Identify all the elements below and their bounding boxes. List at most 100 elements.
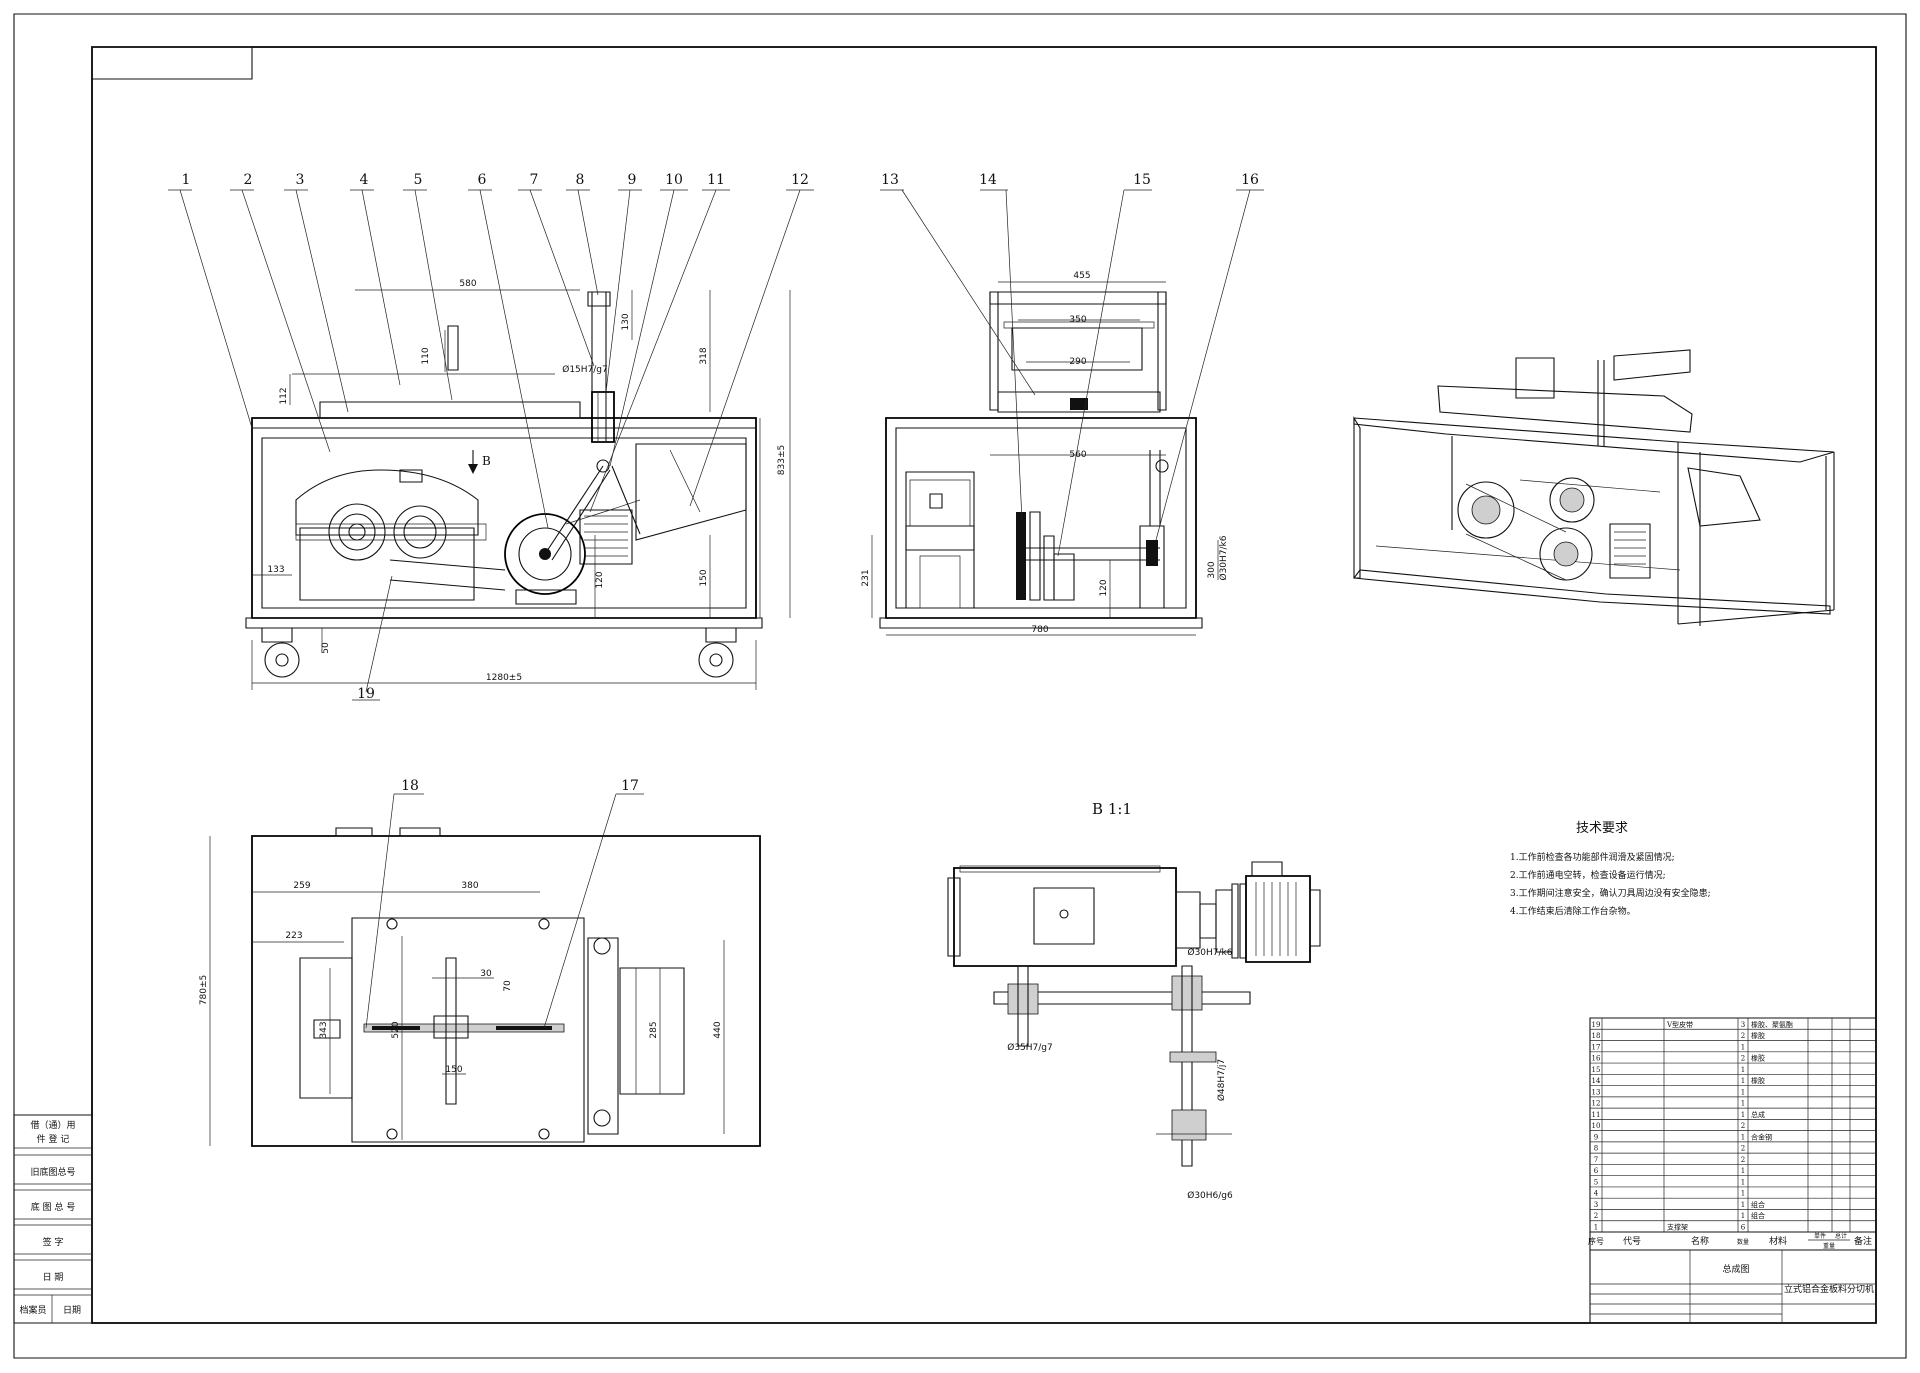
balloon-6: 6: [478, 172, 487, 188]
bom-cell-no: 11: [1592, 1111, 1601, 1119]
dim-front-fit: Ø15H7/g7: [562, 364, 608, 375]
dim-side-120: 120: [1099, 579, 1109, 596]
bom-cell-material: 橡胶、聚氨酯: [1751, 1020, 1793, 1029]
bom-cell-qty: 1: [1741, 1133, 1745, 1141]
balloon-13: 13: [881, 172, 899, 188]
dim-front-150: 150: [699, 569, 709, 586]
bom-cell-material: 橡胶: [1751, 1076, 1765, 1085]
tech-item-4: 4.工作结束后清除工作台杂物。: [1510, 905, 1636, 917]
dim-front-318: 318: [699, 347, 709, 364]
balloon-7: 7: [530, 172, 539, 188]
bom-cell-qty: 1: [1741, 1077, 1745, 1085]
bom-cell-no: 1: [1594, 1224, 1598, 1232]
dim-plan-70: 70: [503, 980, 513, 992]
dim-detail-30k6: Ø30H7/k6: [1188, 947, 1233, 958]
bom-cell-no: 15: [1592, 1066, 1601, 1074]
balloon-14: 14: [979, 172, 997, 188]
bom-cell-no: 18: [1592, 1032, 1601, 1040]
bom-cell-no: 4: [1594, 1190, 1599, 1198]
bom-cell-qty: 1: [1741, 1066, 1745, 1074]
bom-header-total: 总计: [1835, 1232, 1847, 1240]
detail-title: B 1:1: [1092, 800, 1132, 818]
front-view-balloons: 1 2 3 4 5 6 7 8 9 10 11 12 19: [168, 172, 814, 702]
bom-cell-qty: 1: [1741, 1201, 1745, 1209]
plan-view: 259 380 223 30 70 343 520 285 440 780±5 …: [199, 778, 760, 1146]
bom-header-material: 材料: [1769, 1235, 1787, 1247]
bom-cell-qty: 1: [1741, 1043, 1745, 1051]
front-view: B 580 110 112 130 318 Ø15H7/g7 833±5 133…: [246, 279, 790, 690]
view-b-label: B: [482, 454, 491, 468]
stamp-text-2: 件 登 记: [37, 1133, 70, 1145]
stamp-text-8: 日期: [63, 1305, 81, 1316]
bom-cell-qty: 2: [1741, 1122, 1745, 1130]
balloon-15: 15: [1133, 172, 1151, 188]
bom-header-code: 代号: [1623, 1236, 1641, 1247]
bom-cell-no: 17: [1592, 1043, 1601, 1051]
bom-cell-no: 12: [1592, 1100, 1601, 1108]
bom-cell-no: 6: [1594, 1167, 1599, 1175]
bom-cell-no: 10: [1592, 1122, 1601, 1130]
balloon-12: 12: [791, 172, 809, 188]
balloon-2: 2: [244, 172, 253, 188]
dim-detail-30g6: Ø30H6/g6: [1187, 1190, 1233, 1201]
dim-plan-259: 259: [293, 881, 310, 891]
tech-title: 技术要求: [1576, 821, 1628, 836]
isometric-view: [1354, 350, 1834, 626]
dim-plan-780: 780±5: [199, 975, 209, 1005]
bom-cell-qty: 2: [1741, 1156, 1745, 1164]
bom-cell-no: 8: [1594, 1145, 1598, 1153]
bom-header-single: 单件: [1814, 1232, 1826, 1240]
bom-cell-material: 橡胶: [1751, 1031, 1765, 1040]
bom-cell-qty: 2: [1741, 1055, 1745, 1063]
stamp-text-6: 日 期: [43, 1272, 64, 1283]
dim-side-350: 350: [1069, 315, 1086, 325]
dim-side-560: 560: [1069, 450, 1086, 460]
bom-cell-qty: 3: [1741, 1021, 1745, 1029]
bom-cell-qty: 2: [1741, 1145, 1745, 1153]
balloon-10: 10: [665, 172, 683, 188]
bom-cell-qty: 1: [1741, 1212, 1745, 1220]
balloon-17: 17: [621, 778, 639, 794]
bom-cell-material: 合金钢: [1751, 1132, 1772, 1141]
stamp-text-1: 借（通）用: [30, 1119, 75, 1131]
stamp-text-5: 签 字: [43, 1236, 64, 1248]
balloon-9: 9: [628, 172, 637, 188]
dim-front-833: 833±5: [777, 445, 787, 475]
balloon-8: 8: [576, 172, 585, 188]
bom-cell-material: 总成: [1751, 1110, 1765, 1119]
dim-plan-440: 440: [713, 1021, 723, 1038]
dim-plan-343: 343: [319, 1021, 329, 1038]
side-view: 455 350 290 560 231 120 300 Ø30H7/k6 780…: [861, 172, 1264, 635]
bom-cell-no: 19: [1592, 1021, 1601, 1029]
bom-cell-no: 2: [1594, 1212, 1598, 1220]
bom-header-weight: 重量: [1823, 1242, 1835, 1250]
dim-side-780: 780: [1031, 625, 1048, 635]
dim-plan-150: 150: [445, 1065, 462, 1075]
dim-side-300: 300: [1207, 561, 1217, 578]
dim-front-1280: 1280±5: [486, 673, 522, 683]
dim-front-130: 130: [621, 313, 631, 330]
stamp-text-4: 底 图 总 号: [31, 1201, 76, 1213]
bom-cell-no: 14: [1592, 1077, 1601, 1085]
dim-front-580: 580: [459, 279, 476, 289]
dim-plan-30: 30: [480, 969, 492, 979]
dim-front-50: 50: [321, 642, 331, 654]
tech-item-2: 2.工作前通电空转，检查设备运行情况;: [1510, 869, 1666, 881]
dim-plan-520: 520: [391, 1021, 401, 1038]
dim-front-112: 112: [279, 387, 289, 404]
bom-cell-no: 3: [1594, 1201, 1598, 1209]
dim-detail-35g7: Ø35H7/g7: [1007, 1042, 1053, 1053]
bom-cell-no: 9: [1594, 1133, 1598, 1141]
bom-cell-qty: 1: [1741, 1178, 1745, 1186]
dim-front-110: 110: [421, 347, 431, 364]
bom-cell-qty: 1: [1741, 1111, 1745, 1119]
drawing-name: 总成图: [1722, 1263, 1749, 1275]
bom-cell-material: 橡胶: [1751, 1054, 1765, 1063]
side-stamp: 借（通）用 件 登 记 旧底图总号 底 图 总 号 签 字 日 期 档案员 日期: [14, 1115, 92, 1323]
bom-cell-no: 16: [1592, 1055, 1601, 1063]
bom-cell-qty: 1: [1741, 1100, 1745, 1108]
bom-cell-qty: 2: [1741, 1032, 1745, 1040]
balloon-18: 18: [401, 778, 419, 794]
